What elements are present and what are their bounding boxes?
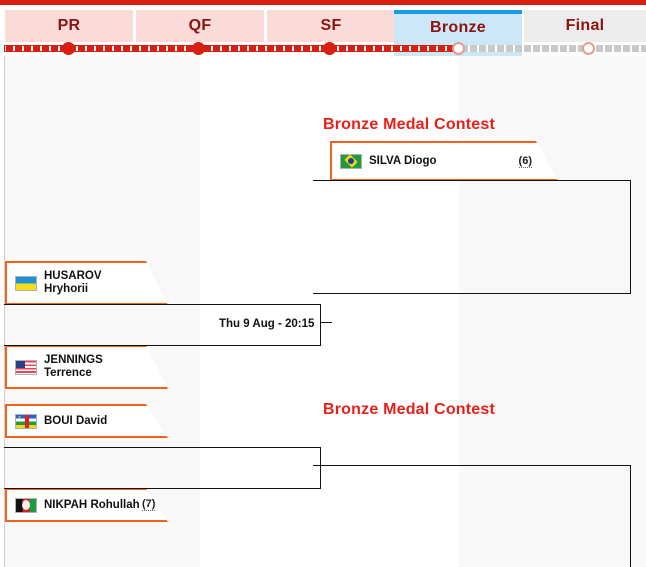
bronze-contest-title-upper: Bronze Medal Contest [323,116,496,133]
rail-node-qf[interactable] [192,42,205,55]
match-time-semifinal-upper: Thu 9 Aug - 20:15 [219,318,315,330]
rail-node-pr[interactable] [62,42,75,55]
column-band-1 [5,56,200,567]
bronze-contest-title-lower: Bronze Medal Contest [323,401,496,418]
round-progress-rail [0,42,646,55]
brazil-flag [340,154,362,169]
competitor-name: JENNINGS Terrence [44,354,103,380]
match-box-semifinal-lower[interactable] [4,447,321,489]
tab-sf[interactable]: SF [267,10,395,42]
competitor-slot-nikpah[interactable]: NIKPAH Rohullah [5,488,168,522]
competitor-slot-silva[interactable]: SILVA Diogo (6) [330,141,558,181]
competitor-seed-nikpah: (7) [142,498,156,511]
tab-qf[interactable]: QF [136,10,264,42]
competitor-family-name: SILVA [369,154,401,167]
competitor-given-name: David [75,414,108,427]
connector-bronze-lower [313,465,631,567]
tab-final[interactable]: Final [524,10,646,42]
competitor-family-name: NIKPAH [44,498,88,511]
competitor-given-name: Rohullah [90,498,140,511]
competitor-name: HUSAROV Hryhorii [44,270,102,296]
competitor-seed: (6) [518,154,532,167]
competitor-slot-jennings[interactable]: JENNINGS Terrence [5,345,168,389]
bracket-canvas: Bronze Medal Contest Bronze Medal Contes… [0,56,646,567]
competitor-family-name: BOUI [44,414,73,427]
competitor-given-name: Hryhorii [44,283,89,295]
rounds-tab-bar: PR QF SF Bronze Final [0,0,646,61]
match-box-semifinal-upper[interactable] [4,304,321,346]
united-states-flag [15,360,37,375]
competitor-name: NIKPAH Rohullah [44,499,140,512]
competitor-given-name: Terrence [44,367,92,379]
rail-segment-completed [4,45,459,52]
competitor-slot-inner: SILVA Diogo (6) [340,154,558,169]
competitor-slot-boui[interactable]: BOUI David [5,404,168,438]
competitor-slot-inner: JENNINGS Terrence [15,354,168,380]
connector-bronze-upper [313,180,631,294]
competitor-name: BOUI David [44,415,107,428]
afghanistan-flag [15,498,37,513]
competitor-slot-inner: HUSAROV Hryhorii [15,270,168,296]
central-african-republic-flag [15,414,37,429]
competitor-slot-inner: NIKPAH Rohullah [15,498,168,513]
connector-semifinal-upper-out [320,321,332,323]
competitor-given-name: Diogo [403,154,437,167]
ukraine-flag [15,276,37,291]
competitor-name: SILVA Diogo [369,155,437,168]
competitor-slot-inner: BOUI David [15,414,168,429]
rail-segment-upcoming [459,45,646,52]
left-edge-divider [4,56,5,567]
competitor-slot-husarov[interactable]: HUSAROV Hryhorii [5,261,168,305]
rail-node-bronze[interactable] [452,42,465,55]
rail-node-final[interactable] [582,42,595,55]
tab-pr[interactable]: PR [5,10,133,42]
rail-node-sf[interactable] [323,42,336,55]
competitor-family-name: HUSAROV [44,270,102,282]
competitor-family-name: JENNINGS [44,354,103,366]
